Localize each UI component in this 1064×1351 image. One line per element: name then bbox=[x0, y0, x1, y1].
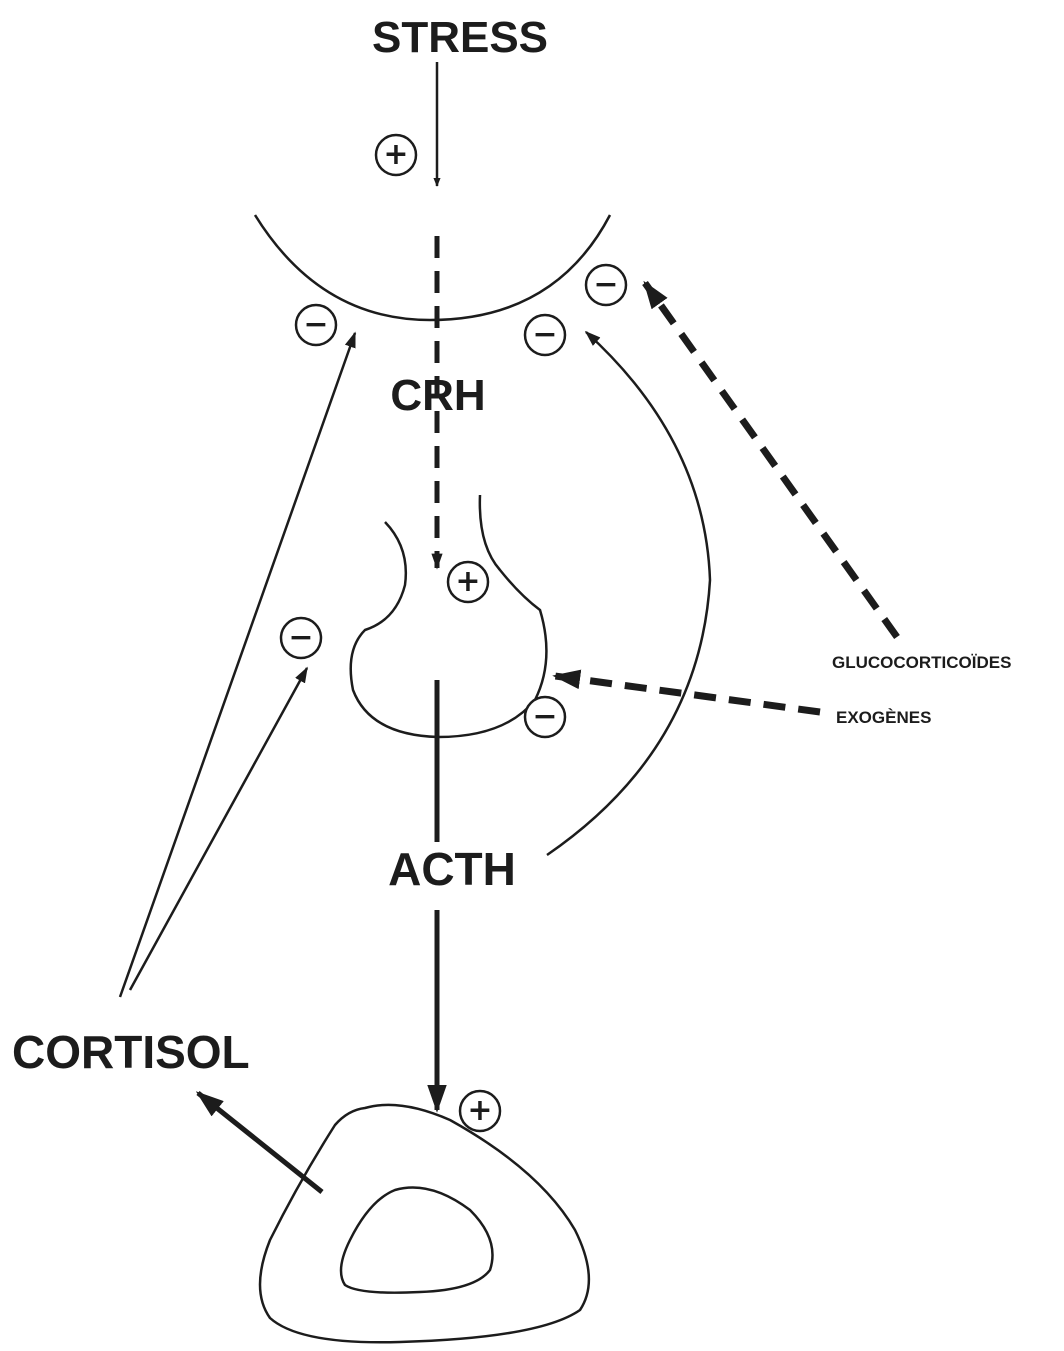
svg-text:−: − bbox=[532, 699, 557, 734]
svg-text:−: − bbox=[288, 620, 313, 655]
minus-sign-pituitary-right: − bbox=[525, 697, 565, 737]
acth-label: ACTH bbox=[388, 843, 516, 895]
minus-sign-hypothalamus-right: − bbox=[525, 315, 565, 355]
svg-text:+: + bbox=[383, 137, 408, 172]
hypothalamus-outline bbox=[255, 215, 610, 320]
svg-text:−: − bbox=[303, 307, 328, 342]
plus-sign-pituitary: + bbox=[448, 562, 488, 602]
exogenes-label: EXOGÈNES bbox=[836, 708, 931, 727]
adrenal-nucleus bbox=[341, 1188, 493, 1293]
svg-text:+: + bbox=[467, 1093, 492, 1128]
cortisol-label: CORTISOL bbox=[12, 1026, 250, 1078]
stress-label: STRESS bbox=[372, 13, 548, 62]
minus-sign-hypothalamus-left: − bbox=[296, 305, 336, 345]
cortisol-feedback-hypothalamus-arrow bbox=[120, 333, 355, 997]
plus-sign-stress: + bbox=[376, 135, 416, 175]
plus-sign-adrenal: + bbox=[460, 1091, 500, 1131]
minus-sign-hypothalamus-exogenous: − bbox=[586, 265, 626, 305]
svg-text:−: − bbox=[593, 267, 618, 302]
adrenal-cell-outline bbox=[260, 1105, 589, 1342]
svg-text:+: + bbox=[455, 564, 480, 599]
acth-feedback-hypothalamus-arrow bbox=[547, 332, 710, 855]
crh-label: CRH bbox=[390, 371, 485, 420]
cortisol-output-arrow bbox=[198, 1093, 322, 1192]
glucocorticoides-label: GLUCOCORTICOÏDES bbox=[832, 653, 1011, 672]
minus-sign-pituitary-left: − bbox=[281, 618, 321, 658]
exogenous-to-pituitary-dashed-arrow bbox=[555, 676, 820, 712]
svg-text:−: − bbox=[532, 317, 557, 352]
pituitary-outline bbox=[351, 495, 547, 737]
